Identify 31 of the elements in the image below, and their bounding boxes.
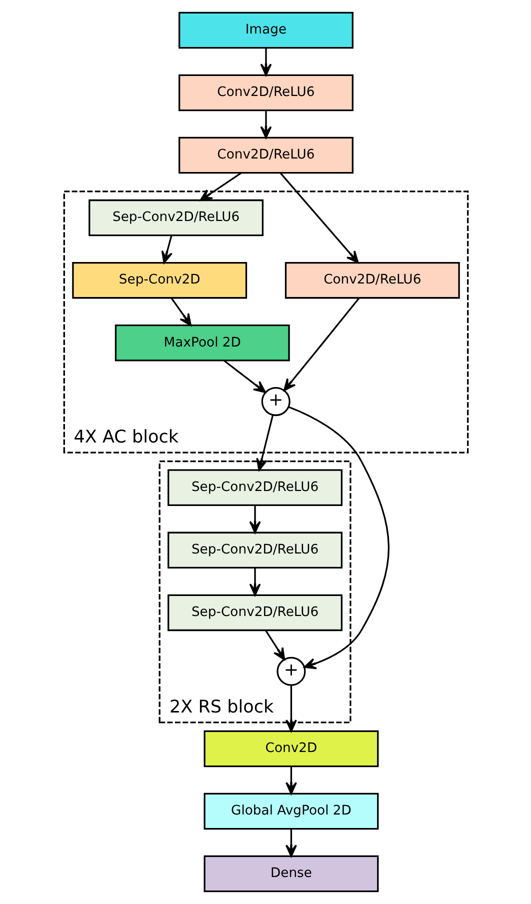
- arrow: [279, 172, 358, 264]
- node-box: Sep-Conv2D/ReLU6: [167, 594, 342, 632]
- node-box: Dense: [203, 855, 378, 892]
- arrow: [260, 110, 272, 139]
- arrow: [223, 360, 266, 394]
- arrow: [288, 406, 389, 670]
- node-box: Sep-Conv2D: [72, 262, 247, 299]
- node-box: MaxPool 2D: [114, 324, 290, 362]
- node-box: Sep-Conv2D/ReLU6: [88, 199, 264, 236]
- node-circle: +: [260, 387, 290, 416]
- arrow: [260, 48, 272, 76]
- arrow: [256, 414, 274, 471]
- node-circle: +: [276, 656, 306, 686]
- arrow: [248, 505, 260, 534]
- node-box: Conv2D/ReLU6: [284, 262, 460, 299]
- arrow: [264, 630, 285, 660]
- arrow: [160, 235, 172, 264]
- arrow: [170, 297, 192, 326]
- node-box: Sep-Conv2D/ReLU6: [167, 469, 342, 506]
- arrow: [282, 298, 360, 392]
- arrow: [284, 766, 296, 794]
- node-box: Conv2D: [203, 730, 378, 768]
- arrow: [284, 685, 296, 732]
- arrow: [284, 828, 296, 858]
- node-box: Conv2D/ReLU6: [178, 74, 353, 112]
- node-box: Sep-Conv2D/ReLU6: [167, 532, 342, 569]
- arrow: [199, 172, 242, 202]
- arrow: [248, 568, 260, 596]
- node-box: Image: [178, 12, 353, 49]
- node-box: Conv2D/ReLU6: [178, 136, 353, 174]
- node-box: Global AvgPool 2D: [203, 792, 378, 830]
